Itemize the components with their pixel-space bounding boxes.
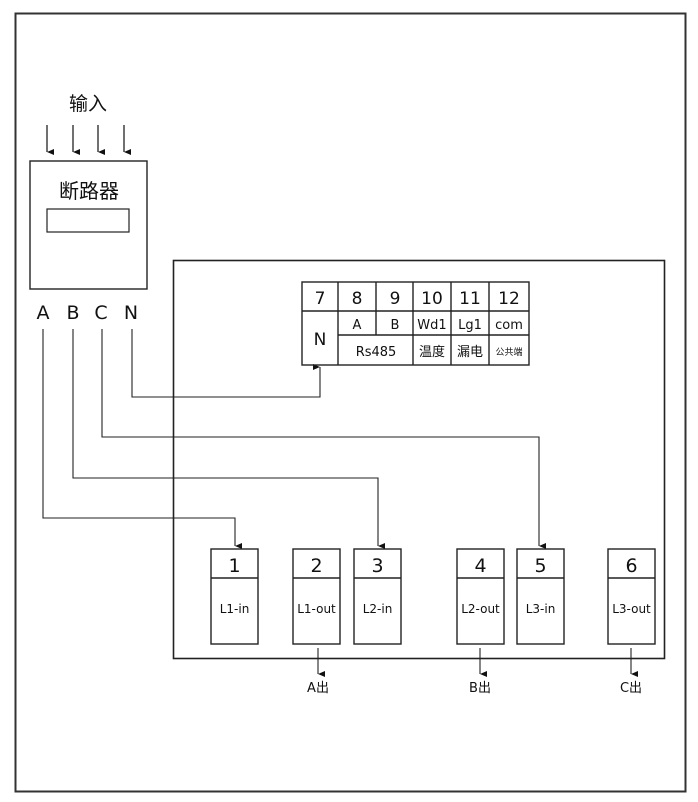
terminal-11-name: 漏电 <box>457 344 483 360</box>
terminal-12-name: 公共端 <box>495 346 522 358</box>
input-arrows <box>46 125 131 155</box>
phase-label-a: A <box>37 302 50 324</box>
terminal-8-number: 8 <box>352 289 363 309</box>
terminal-label: L3-out <box>612 602 651 616</box>
wire-c-to-5 <box>101 329 546 549</box>
terminal-8-code: A <box>353 318 362 333</box>
terminal-label: L1-in <box>220 602 250 616</box>
terminal-2: 2L1-out <box>292 548 341 645</box>
terminal-label: L2-in <box>363 602 393 616</box>
terminal-label: L2-out <box>461 602 500 616</box>
terminal-4: 4L2-out <box>456 548 505 645</box>
breaker-box <box>29 160 148 290</box>
output-label-a: A出 <box>307 681 329 696</box>
terminal-number: 1 <box>228 555 240 577</box>
terminal-5: 5L3-in <box>516 548 565 645</box>
terminal-label: L1-out <box>297 602 336 616</box>
phase-labels: A B C N <box>37 302 139 324</box>
breaker-window <box>46 208 130 233</box>
output-label-b: B出 <box>469 681 491 696</box>
terminal-box <box>456 548 505 645</box>
phase-label-c: C <box>94 302 107 324</box>
terminal-box <box>516 548 565 645</box>
terminal-3: 3L2-in <box>353 548 402 645</box>
terminal-10-name: 温度 <box>419 344 445 360</box>
terminal-12-number: 12 <box>498 289 520 309</box>
terminal-9-number: 9 <box>390 289 401 309</box>
wire-b-to-3 <box>72 329 385 549</box>
terminal-7-n-label: N <box>314 330 327 350</box>
outer-frame <box>14 12 687 793</box>
terminal-box <box>210 548 259 645</box>
terminal-number: 5 <box>534 555 546 577</box>
wire-n-to-7 <box>131 329 321 398</box>
terminal-10-code: Wd1 <box>417 318 446 333</box>
terminal-box <box>353 548 402 645</box>
terminal-box <box>292 548 341 645</box>
terminal-7-number: 7 <box>315 289 326 309</box>
terminal-9-code: B <box>391 318 400 333</box>
terminal-11-number: 11 <box>459 289 481 309</box>
terminal-number: 3 <box>371 555 383 577</box>
breaker-title: 断路器 <box>59 179 119 203</box>
terminal-6: 6L3-out <box>607 548 656 645</box>
terminal-12-code: com <box>495 318 523 333</box>
terminal-number: 6 <box>625 555 637 577</box>
meter-box <box>172 259 666 660</box>
input-label: 输入 <box>69 93 107 115</box>
terminal-number: 4 <box>474 555 486 577</box>
phase-label-b: B <box>66 302 79 324</box>
terminal-number: 2 <box>310 555 322 577</box>
terminal-box <box>607 548 656 645</box>
terminal-11-code: Lg1 <box>458 318 482 333</box>
rs485-label: Rs485 <box>356 345 397 360</box>
top-terminal-block <box>301 281 530 366</box>
phase-label-n: N <box>124 302 138 324</box>
terminal-label: L3-in <box>526 602 556 616</box>
terminal-1: 1L1-in <box>210 548 259 645</box>
output-label-c: C出 <box>620 681 642 696</box>
terminal-10-number: 10 <box>421 289 443 309</box>
wire-a-to-1 <box>42 329 242 549</box>
